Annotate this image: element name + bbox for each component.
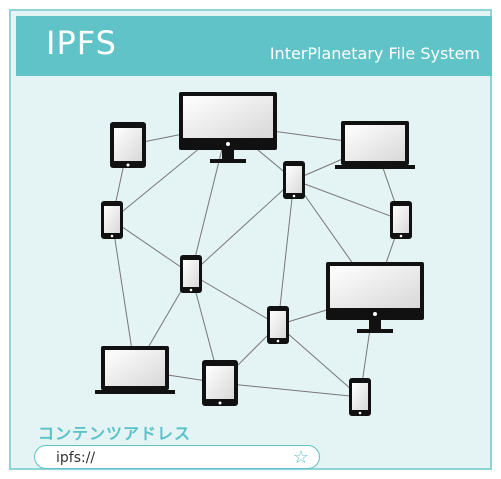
- network-link: [293, 179, 402, 221]
- network-link: [190, 179, 295, 275]
- network-link: [277, 179, 295, 326]
- phone-bottomright-phone-icon: [349, 378, 371, 416]
- diagram-frame: [9, 9, 492, 470]
- phone-right-phone-icon: [390, 201, 412, 239]
- monitor-top-monitor-icon: [179, 92, 277, 163]
- content-address-bar[interactable]: ipfs:// ☆: [34, 445, 320, 469]
- network-link: [111, 219, 136, 371]
- phone-center-top-phone-icon: [283, 161, 305, 199]
- tablet-bottom-tablet-icon: [202, 360, 238, 406]
- network-link: [111, 219, 192, 275]
- network-nodes: [95, 92, 424, 416]
- network-link: [190, 273, 279, 326]
- laptop-bottomleft-laptop-icon: [95, 346, 175, 394]
- laptop-topright-laptop-icon: [335, 121, 415, 169]
- content-address-value[interactable]: ipfs://: [56, 450, 96, 466]
- content-address-label: コンテンツアドレス: [38, 424, 192, 443]
- phone-left-phone-icon: [101, 201, 123, 239]
- phone-center-phone-icon: [180, 255, 202, 293]
- phone-lower-center-phone-icon: [267, 306, 289, 344]
- star-icon[interactable]: ☆: [292, 447, 309, 468]
- tablet-topleft-tablet-icon: [110, 122, 146, 168]
- monitor-right-monitor-icon: [326, 262, 424, 333]
- network-link: [219, 382, 361, 398]
- page-title: IPFS: [46, 24, 117, 62]
- page-subtitle: InterPlanetary File System: [269, 44, 480, 63]
- network-link: [277, 324, 361, 398]
- header-banner: IPFS InterPlanetary File System: [16, 16, 492, 76]
